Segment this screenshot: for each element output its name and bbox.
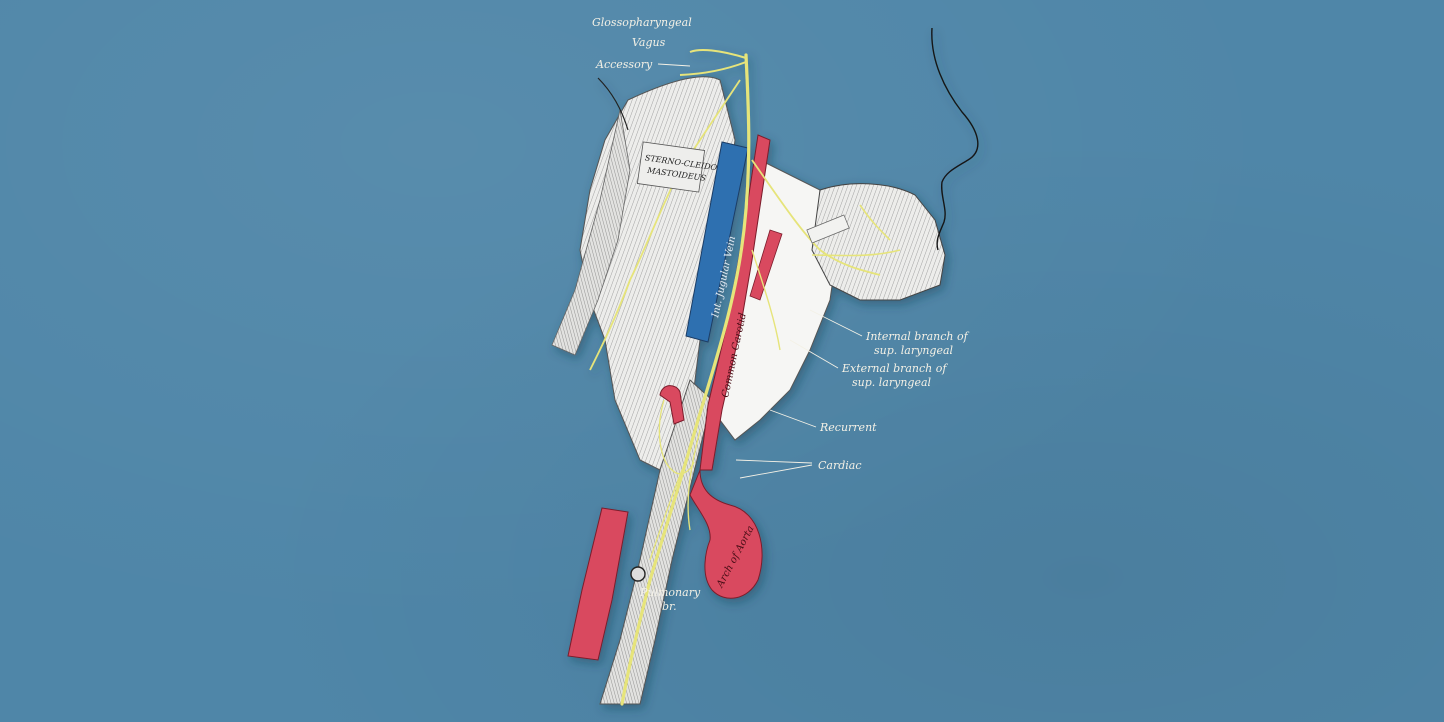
face-profile	[931, 27, 979, 251]
pulmonary-artery-ring	[630, 566, 646, 582]
external-branch-label-line1: External branch of	[841, 362, 948, 375]
aortic-arch	[689, 469, 763, 599]
descending-vessel	[567, 507, 629, 661]
glossopharyngeal-label: Glossopharyngeal	[592, 16, 692, 29]
glossopharyngeal-nerve	[679, 49, 747, 76]
recurrent-laryngeal-nerve	[658, 399, 695, 475]
leader-internal-branch	[809, 309, 863, 337]
neck-outline	[597, 77, 629, 131]
external-laryngeal-nerve	[751, 249, 781, 351]
hypoglossal-nerve	[811, 204, 901, 257]
leader-external-branch	[789, 339, 839, 369]
internal-branch-label-line2: sup. laryngeal	[874, 344, 954, 357]
sternocleidomastoid-label-box	[636, 141, 706, 193]
pulmonary-label-line1: Pulmonary	[639, 586, 701, 599]
leader-cardiac-2	[739, 464, 813, 479]
subclavian-loop	[659, 385, 685, 425]
cardiac-nerve-branches	[649, 429, 701, 561]
superior-laryngeal-nerve	[751, 159, 881, 276]
external-carotid-branch	[749, 229, 783, 301]
vagus-label: Vagus	[632, 36, 666, 49]
internal-jugular-vein	[685, 141, 749, 343]
vagus-nerve-trunk	[620, 53, 751, 706]
pulmonary-label-line2: br.	[662, 600, 677, 613]
leader-recurrent	[769, 409, 817, 428]
internal-branch-label-line1: Internal branch of	[865, 330, 970, 343]
external-branch-label-line2: sup. laryngeal	[852, 376, 932, 389]
leader-accessory	[657, 63, 691, 67]
recurrent-label: Recurrent	[819, 421, 877, 434]
leader-cardiac-1	[735, 459, 813, 464]
accessory-nerve	[589, 79, 741, 371]
cardiac-label: Cardiac	[818, 459, 862, 472]
platysma-strands	[551, 109, 631, 356]
hyoid-label-box	[806, 214, 850, 244]
accessory-label: Accessory	[595, 58, 653, 71]
mandible-tongue	[811, 183, 946, 301]
